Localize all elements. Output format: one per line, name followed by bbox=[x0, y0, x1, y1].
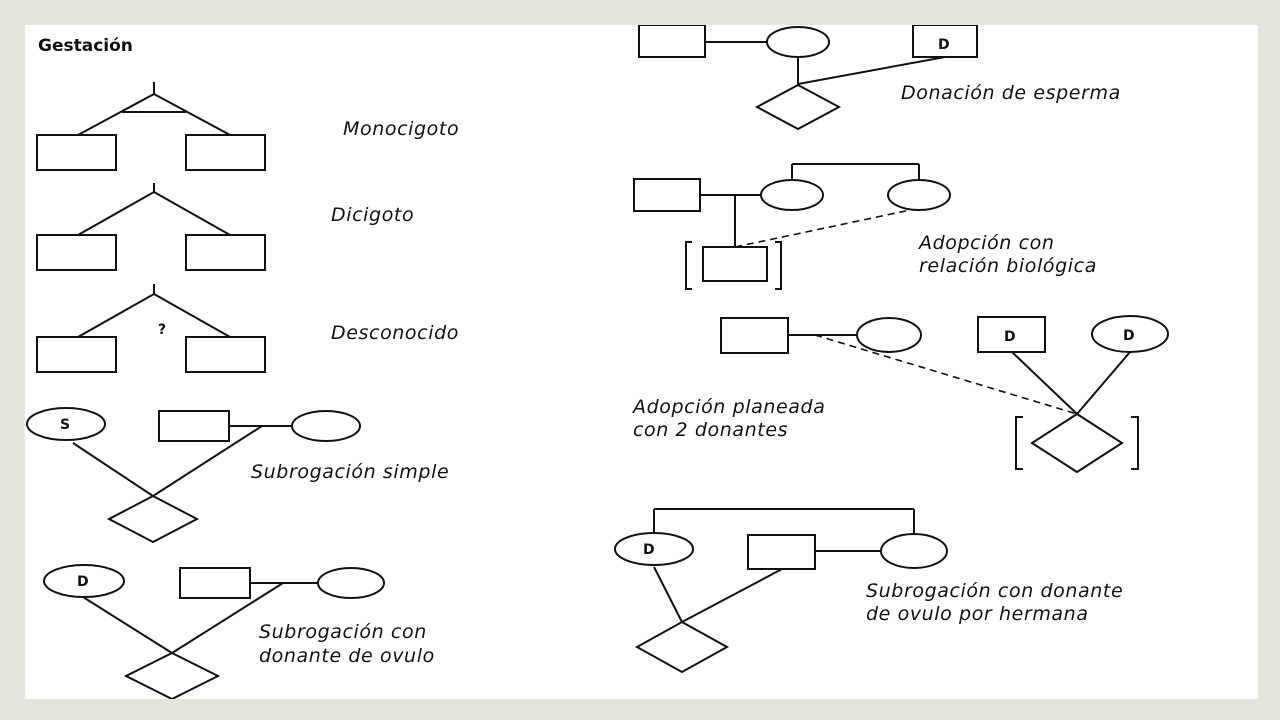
male-square bbox=[158, 410, 230, 442]
surrogate-female-circle bbox=[26, 407, 106, 441]
male-square bbox=[179, 567, 251, 599]
biological-relative-female-circle bbox=[887, 179, 951, 211]
unknown-mark: ? bbox=[158, 322, 166, 338]
female-circle bbox=[766, 26, 830, 58]
donor-mark: D bbox=[938, 37, 950, 53]
twin-male-square bbox=[185, 234, 266, 271]
child-diamond bbox=[106, 494, 200, 544]
donor-female-circle bbox=[1091, 315, 1169, 353]
simple-surrogacy-symbol: S bbox=[26, 407, 361, 544]
adoption-bracket-right bbox=[1131, 416, 1139, 470]
adopted-child-diamond bbox=[1030, 412, 1124, 474]
sperm-donation-symbol: D bbox=[638, 25, 978, 131]
monozygotic-twins-symbol bbox=[36, 82, 266, 171]
egg-donor-surrogacy-symbol: D bbox=[43, 564, 385, 699]
caption-subrogacion-ovulo-line2: donante de ovulo bbox=[259, 645, 435, 667]
female-circle bbox=[317, 567, 385, 599]
caption-adopcion-bio-line1: Adopción con bbox=[917, 232, 1055, 254]
male-square bbox=[747, 534, 816, 570]
section-title: Gestación bbox=[38, 36, 133, 56]
caption-donacion-esperma: Donación de esperma bbox=[901, 82, 1121, 104]
female-circle bbox=[856, 317, 922, 353]
unknown-zygosity-twins-symbol: ? bbox=[36, 284, 266, 373]
caption-subrogacion-hermana-line2: de ovulo por hermana bbox=[866, 603, 1089, 625]
caption-monocigoto: Monocigoto bbox=[343, 118, 459, 140]
surrogate-mark: S bbox=[60, 417, 70, 433]
caption-desconocido: Desconocido bbox=[331, 322, 459, 344]
adoption-bracket-right bbox=[775, 241, 782, 290]
female-circle bbox=[291, 410, 361, 442]
caption-adopcion-planeada-line2: con 2 donantes bbox=[633, 419, 788, 441]
donor-mark: D bbox=[77, 574, 89, 590]
adoption-bracket-left bbox=[1015, 416, 1023, 470]
planned-adoption-two-donors-symbol: D D bbox=[720, 315, 1169, 474]
caption-subrogacion-ovulo-line1: Subrogación con bbox=[259, 621, 427, 643]
adoption-bracket-left bbox=[685, 241, 692, 290]
donor-mark: D bbox=[643, 542, 655, 558]
male-square bbox=[720, 317, 789, 354]
twin-male-square bbox=[185, 336, 266, 373]
twin-male-square bbox=[36, 234, 117, 271]
slide: Gestación Monocigoto Dicigoto ? Desconoc… bbox=[25, 25, 1258, 699]
child-diamond bbox=[123, 651, 221, 699]
female-circle bbox=[760, 179, 824, 211]
caption-adopcion-planeada-line1: Adopción planeada bbox=[631, 396, 825, 418]
caption-subrogacion-simple: Subrogación simple bbox=[251, 461, 449, 483]
caption-dicigoto: Dicigoto bbox=[331, 204, 414, 226]
adopted-male-square bbox=[702, 246, 768, 282]
child-diamond bbox=[754, 83, 842, 131]
twin-male-square bbox=[185, 134, 266, 171]
donor-mark: D bbox=[1123, 328, 1135, 344]
twin-male-square bbox=[36, 134, 117, 171]
twin-male-square bbox=[36, 336, 117, 373]
dizygotic-twins-symbol bbox=[36, 183, 266, 271]
sister-egg-donor-surrogacy-symbol: D bbox=[614, 508, 948, 674]
sister-donor-female-circle bbox=[614, 532, 694, 566]
biological-relative-adoption-symbol bbox=[633, 163, 951, 290]
child-diamond bbox=[634, 620, 730, 674]
donor-female-circle bbox=[43, 564, 125, 598]
donor-male-square bbox=[912, 25, 978, 58]
caption-adopcion-bio-line2: relación biológica bbox=[919, 255, 1097, 277]
pedigree-symbols-diagram: Gestación Monocigoto Dicigoto ? Desconoc… bbox=[26, 25, 1169, 699]
caption-subrogacion-hermana-line1: Subrogación con donante bbox=[866, 580, 1123, 602]
female-circle bbox=[880, 533, 948, 569]
male-square bbox=[633, 178, 701, 212]
donor-male-square bbox=[977, 316, 1046, 353]
donor-mark: D bbox=[1004, 329, 1016, 345]
male-square bbox=[638, 25, 706, 58]
